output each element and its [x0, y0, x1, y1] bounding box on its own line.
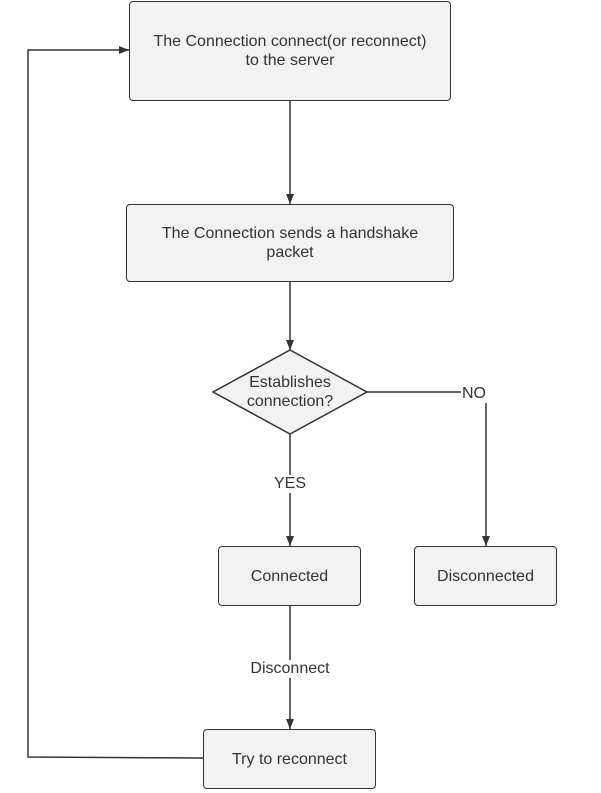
- no-edge-label: NO: [461, 385, 487, 403]
- connected-node: Connected: [218, 546, 361, 606]
- connect-node: The Connection connect(or reconnect) to …: [129, 1, 451, 101]
- disconnected-node: Disconnected: [414, 546, 557, 606]
- disconnected-node-label: Disconnected: [437, 567, 534, 585]
- edge-decision-to-disconnected: [367, 391, 490, 546]
- handshake-node-line1: The Connection sends a handshake: [161, 225, 419, 242]
- handshake-node-line2: packet: [266, 244, 314, 261]
- reconnect-node: Try to reconnect: [203, 729, 376, 789]
- handshake-node: The Connection sends a handshake packet: [126, 204, 454, 282]
- reconnect-node-label: Try to reconnect: [231, 750, 347, 768]
- connected-node-label: Connected: [250, 567, 329, 585]
- connect-node-line1: The Connection connect(or reconnect): [153, 33, 427, 50]
- edge-reconnect-to-connect: [27, 46, 204, 759]
- connect-node-line2: to the server: [245, 52, 335, 69]
- decision-node-line1: Establishes: [249, 374, 331, 391]
- yes-edge-label: YES: [272, 475, 308, 493]
- decision-node-line2: connection?: [246, 393, 334, 410]
- decision-node-text: Establishes connection?: [213, 350, 367, 434]
- disconnect-edge-label: Disconnect: [249, 660, 331, 678]
